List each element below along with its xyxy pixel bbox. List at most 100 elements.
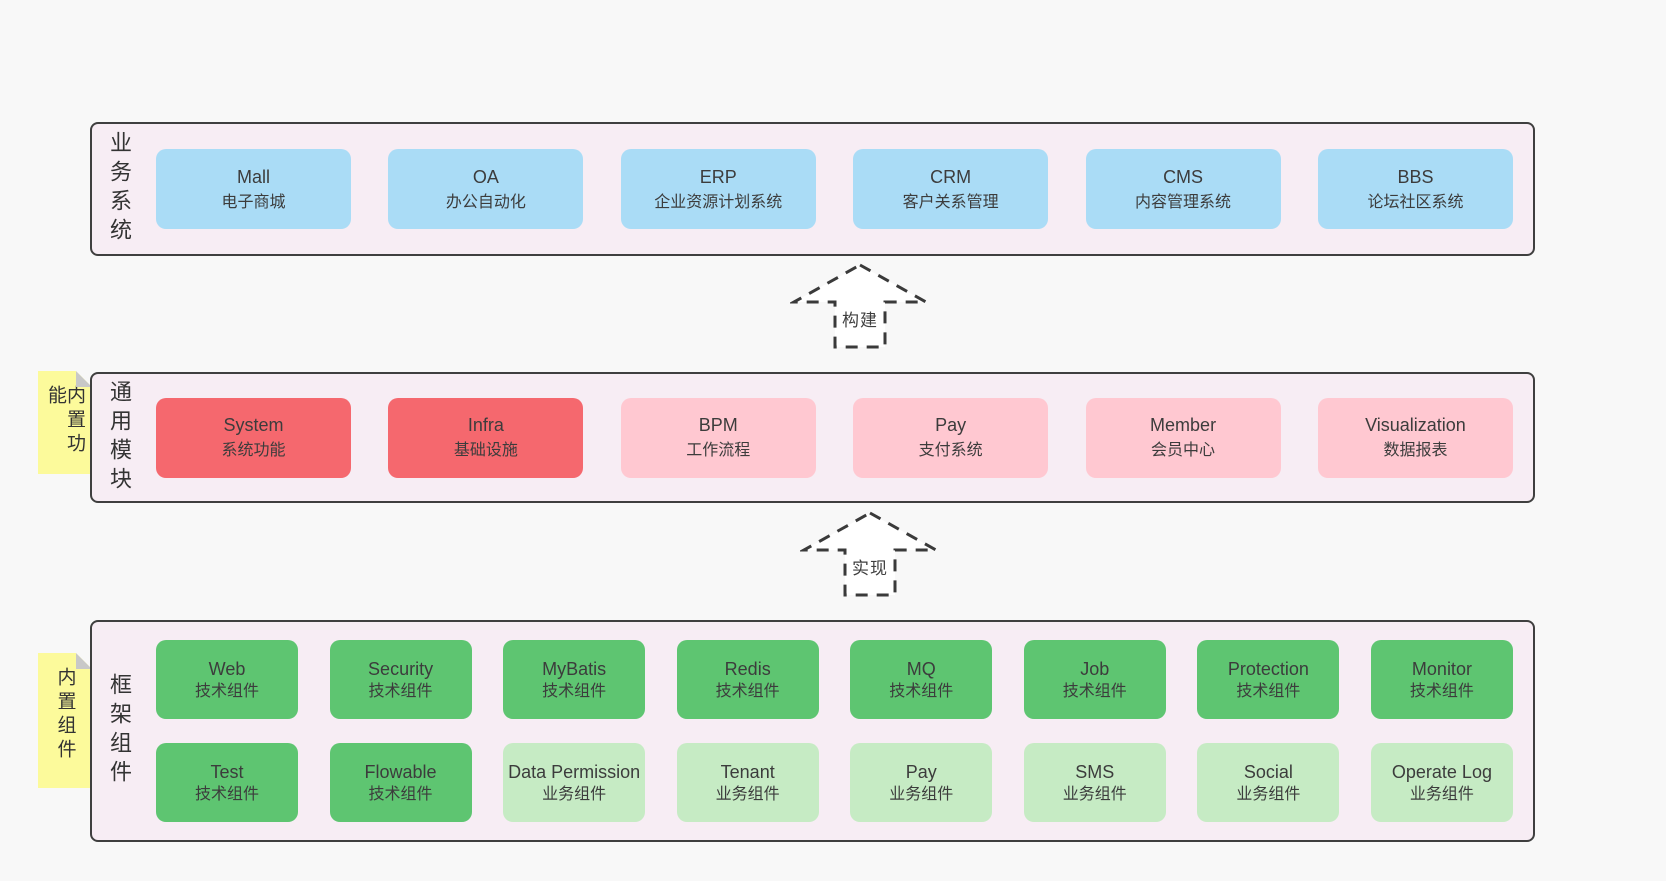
box-title: Monitor xyxy=(1411,658,1472,679)
box-title: Member xyxy=(1150,415,1217,435)
box-crm: CRM 客户关系管理 xyxy=(853,149,1049,229)
box-title: Data Permission xyxy=(508,761,641,782)
box-bpm: BPM 工作流程 xyxy=(620,397,816,478)
box-title: Web xyxy=(208,658,246,679)
framework-components-boxes: Web 技术组件 Security 技术组件 MyBatis 技术组件 Redi… xyxy=(146,640,1533,822)
box-title: Operate Log xyxy=(1391,761,1492,782)
box-title: Mall xyxy=(236,166,270,187)
box-erp: ERP 企业资源计划系统 xyxy=(620,149,816,229)
box-subtitle: 论坛社区系统 xyxy=(1367,193,1464,211)
up-arrow-icon xyxy=(790,263,930,349)
box-mall: Mall 电子商城 xyxy=(156,149,351,229)
box-subtitle: 办公自动化 xyxy=(445,193,526,211)
box-subtitle: 技术组件 xyxy=(1236,682,1301,700)
box-redis: Redis 技术组件 xyxy=(676,640,819,719)
box-subtitle: 技术组件 xyxy=(542,682,607,700)
box-job: Job 技术组件 xyxy=(1023,640,1166,719)
box-subtitle: 业务组件 xyxy=(1409,785,1474,803)
box-subtitle: 技术组件 xyxy=(194,785,259,803)
box-visualization: Visualization 数据报表 xyxy=(1317,397,1513,478)
box-subtitle: 技术组件 xyxy=(368,785,433,803)
box-title: BBS xyxy=(1397,166,1434,187)
box-title: CRM xyxy=(930,166,972,187)
box-title: Pay xyxy=(905,761,937,782)
box-title: Infra xyxy=(467,415,504,435)
box-subtitle: 内容管理系统 xyxy=(1135,193,1232,211)
box-infra: Infra 基础设施 xyxy=(388,397,584,478)
box-subtitle: 客户关系管理 xyxy=(902,193,999,211)
dashed-up-arrow-implement: 实现 xyxy=(800,510,940,598)
box-oa: OA 办公自动化 xyxy=(388,149,584,229)
box-monitor: Monitor 技术组件 xyxy=(1370,640,1513,719)
box-subtitle: 数据报表 xyxy=(1383,442,1448,459)
box-test: Test 技术组件 xyxy=(156,743,298,822)
common-modules-boxes: System 系统功能 Infra 基础设施 BPM 工作流程 Pay 支付系统… xyxy=(146,397,1533,478)
box-security: Security 技术组件 xyxy=(329,640,472,719)
box-subtitle: 业务组件 xyxy=(889,785,954,803)
box-subtitle: 系统功能 xyxy=(221,442,286,459)
box-title: Visualization xyxy=(1365,415,1466,435)
box-pay-system: Pay 支付系统 xyxy=(853,397,1049,478)
box-subtitle: 支付系统 xyxy=(918,442,983,459)
box-subtitle: 技术组件 xyxy=(715,682,780,700)
row-label-common-modules: 通用模块 xyxy=(107,379,132,496)
box-subtitle: 技术组件 xyxy=(889,682,954,700)
dashed-up-arrow-build: 构建 xyxy=(790,262,930,350)
box-bbs: BBS 论坛社区系统 xyxy=(1317,149,1513,229)
row-common-modules: 通用模块 System 系统功能 Infra 基础设施 BPM 工作流程 Pay… xyxy=(90,372,1535,503)
sticky-note-label: 内置组件 xyxy=(54,667,76,763)
box-mybatis: MyBatis 技术组件 xyxy=(503,640,646,719)
box-title: Test xyxy=(210,761,244,782)
box-title: CMS xyxy=(1163,166,1204,187)
box-title: Tenant xyxy=(720,761,775,782)
box-title: Redis xyxy=(724,658,771,679)
box-title: Pay xyxy=(935,415,967,435)
box-flowable: Flowable 技术组件 xyxy=(329,743,472,822)
box-sms: SMS 业务组件 xyxy=(1023,743,1166,822)
box-cms: CMS 内容管理系统 xyxy=(1085,149,1281,229)
box-title: System xyxy=(223,415,284,435)
row-business-systems: 业务系统 Mall 电子商城 OA 办公自动化 ERP 企业资源计划系统 CRM… xyxy=(90,122,1535,256)
biz-components-row: Test 技术组件 Flowable 技术组件 Data Permission … xyxy=(156,743,1513,822)
box-subtitle: 技术组件 xyxy=(194,682,259,700)
row-label-framework-components: 框架组件 xyxy=(107,673,132,789)
box-subtitle: 企业资源计划系统 xyxy=(654,193,783,211)
tech-components-row: Web 技术组件 Security 技术组件 MyBatis 技术组件 Redi… xyxy=(156,640,1513,719)
box-subtitle: 业务组件 xyxy=(1062,785,1127,803)
box-tenant: Tenant 业务组件 xyxy=(676,743,819,822)
row-label-business-systems: 业务系统 xyxy=(107,131,132,247)
box-protection: Protection 技术组件 xyxy=(1197,640,1340,719)
box-subtitle: 业务组件 xyxy=(715,785,780,803)
arrow-label-build: 构建 xyxy=(842,311,878,330)
box-subtitle: 会员中心 xyxy=(1151,442,1216,459)
box-operate-log: Operate Log 业务组件 xyxy=(1370,743,1513,822)
box-pay-component: Pay 业务组件 xyxy=(850,743,993,822)
box-title: SMS xyxy=(1075,761,1115,782)
box-title: Social xyxy=(1243,761,1293,782)
box-title: Flowable xyxy=(364,761,437,782)
box-web: Web 技术组件 xyxy=(156,640,298,719)
box-title: MyBatis xyxy=(542,658,607,679)
box-title: BPM xyxy=(698,415,738,435)
box-mq: MQ 技术组件 xyxy=(850,640,993,719)
box-subtitle: 技术组件 xyxy=(1062,682,1127,700)
box-title: Job xyxy=(1080,658,1110,679)
box-subtitle: 业务组件 xyxy=(1236,785,1301,803)
box-title: OA xyxy=(472,166,499,187)
box-system: System 系统功能 xyxy=(156,397,351,478)
sticky-note-label: 内置功能 xyxy=(45,385,85,457)
up-arrow-icon xyxy=(800,511,940,597)
box-subtitle: 基础设施 xyxy=(453,442,518,459)
box-subtitle: 工作流程 xyxy=(686,442,751,459)
arrow-label-implement: 实现 xyxy=(852,559,888,578)
box-title: Security xyxy=(368,658,434,679)
box-subtitle: 业务组件 xyxy=(542,785,607,803)
box-title: ERP xyxy=(699,166,737,187)
box-subtitle: 技术组件 xyxy=(1409,682,1474,700)
box-subtitle: 技术组件 xyxy=(368,682,433,700)
box-member: Member 会员中心 xyxy=(1085,397,1281,478)
box-data-permission: Data Permission 业务组件 xyxy=(503,743,646,822)
business-systems-boxes: Mall 电子商城 OA 办公自动化 ERP 企业资源计划系统 CRM 客户关系… xyxy=(146,149,1533,229)
row-framework-components: 框架组件 Web 技术组件 Security 技术组件 MyBatis 技术组件… xyxy=(90,620,1535,842)
